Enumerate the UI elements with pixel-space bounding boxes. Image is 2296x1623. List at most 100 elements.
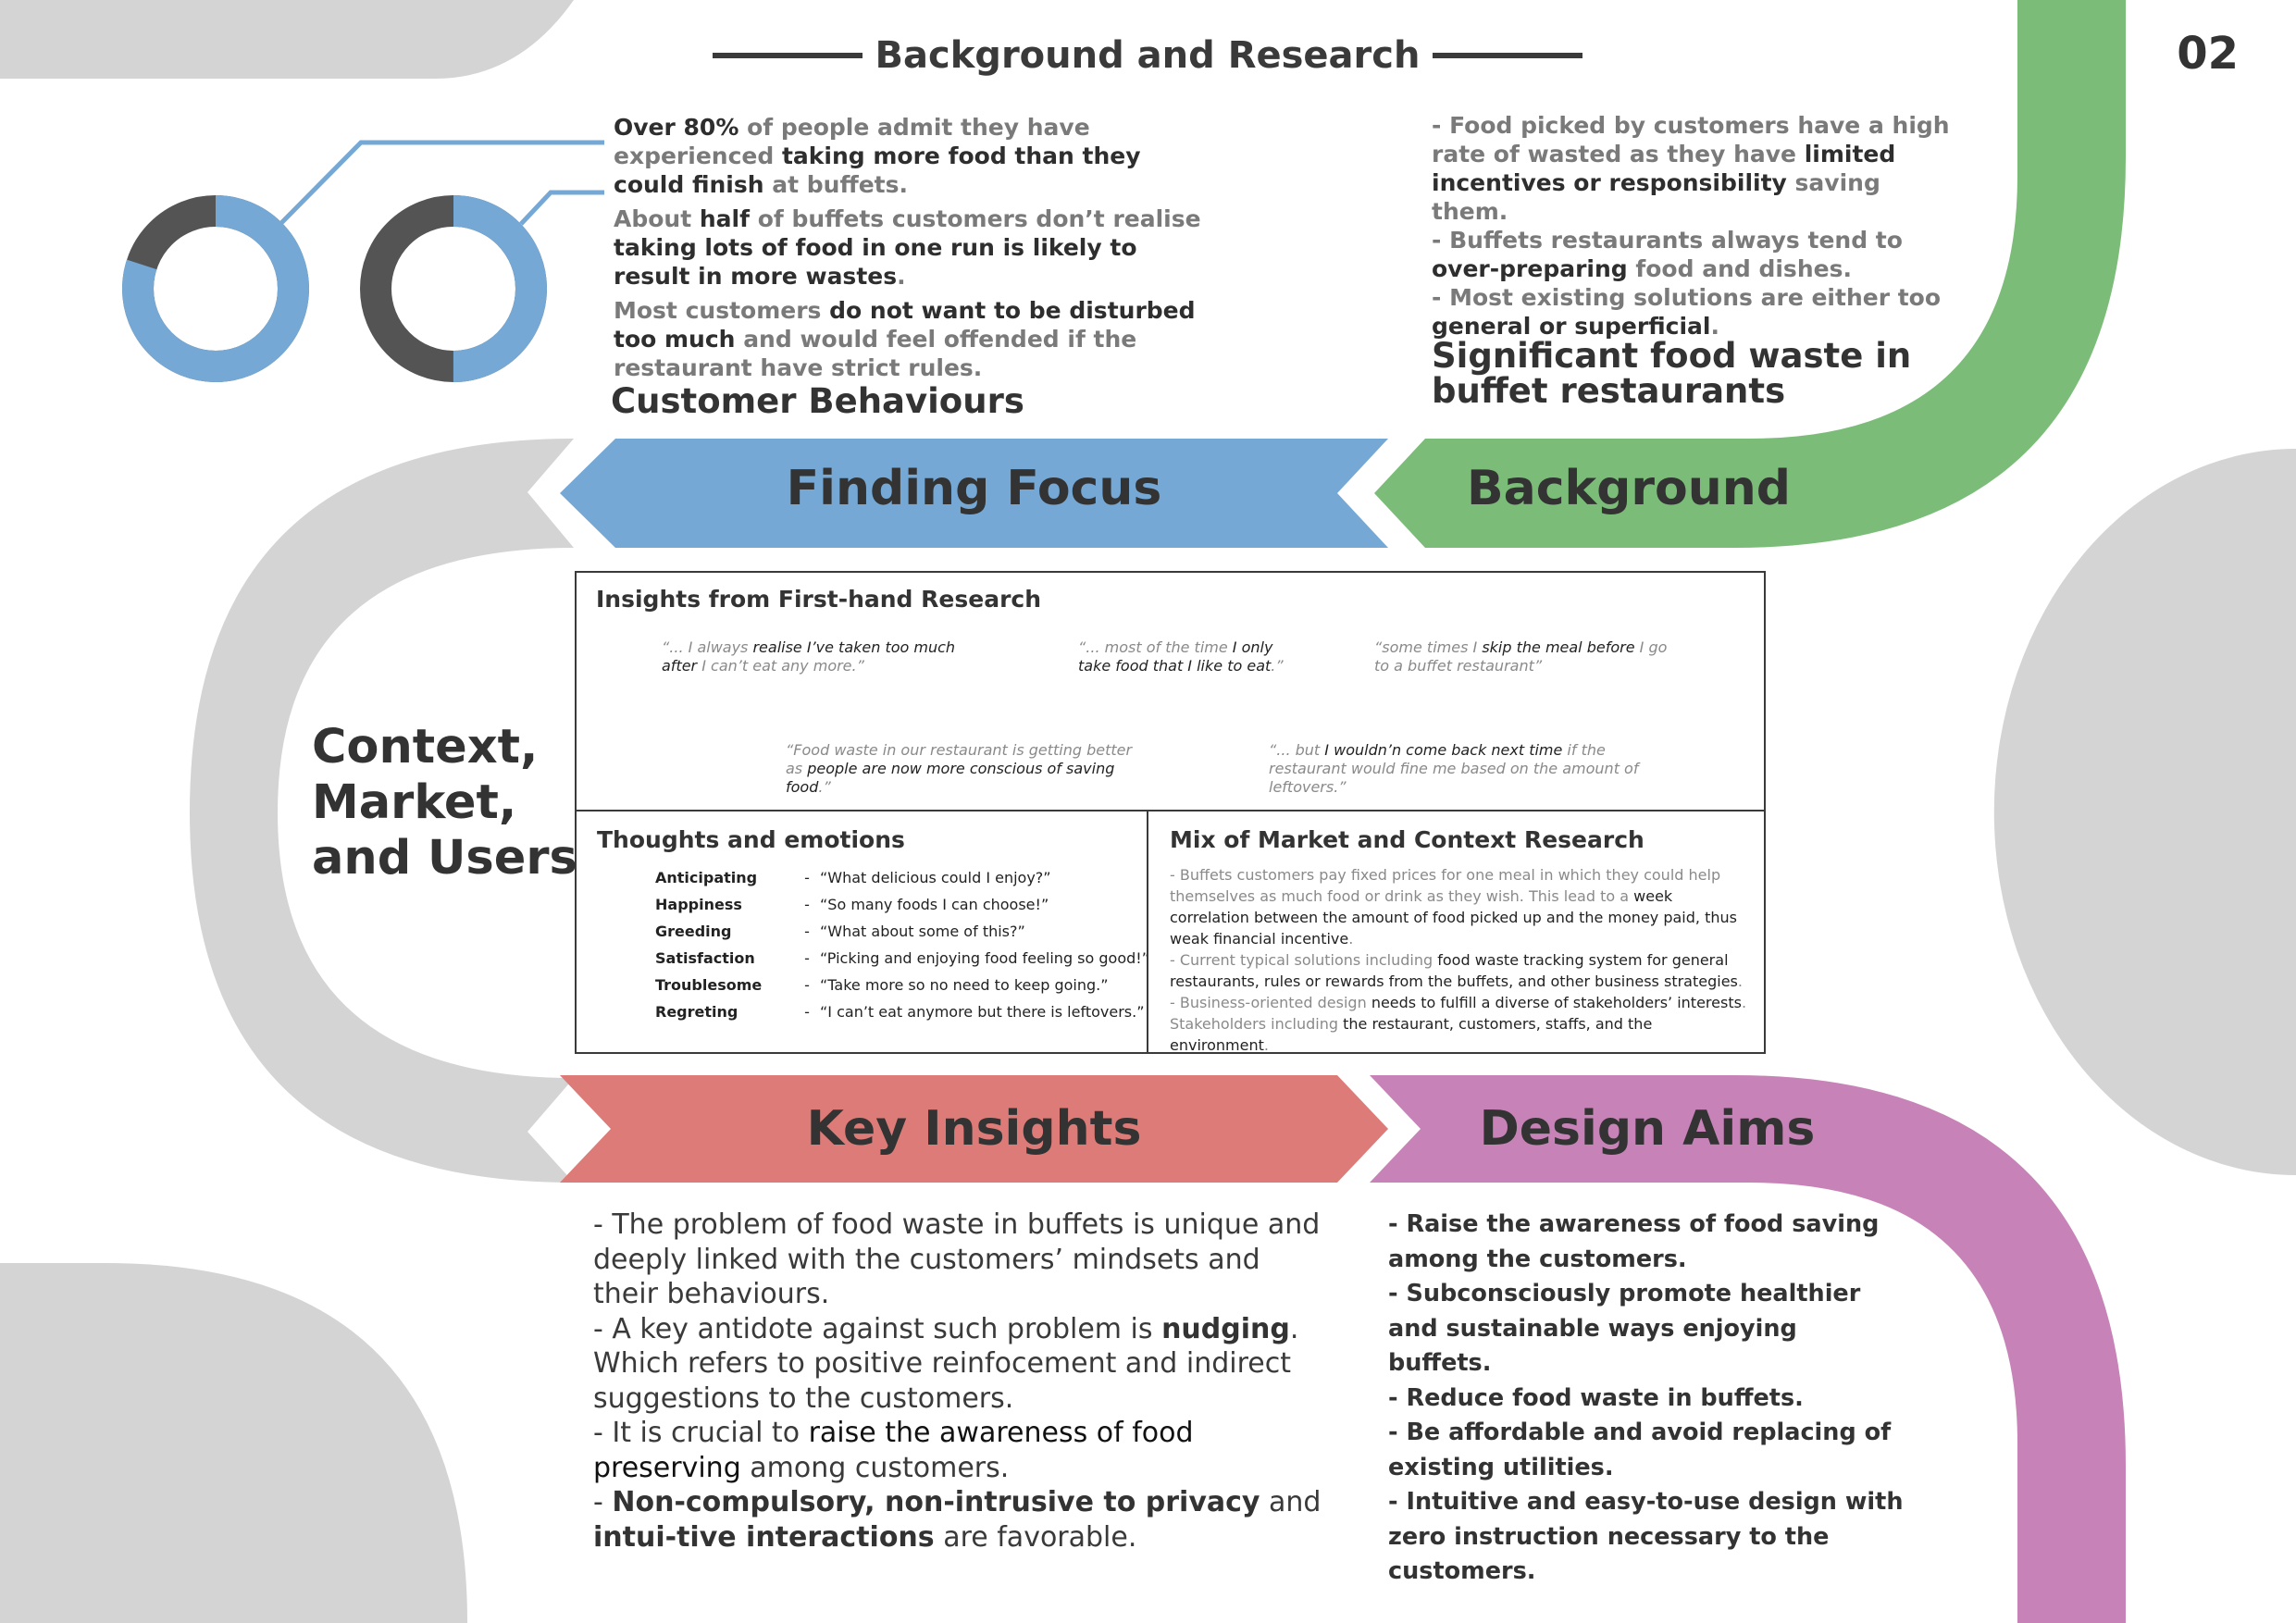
text-run: I only take food that I like to eat: [1078, 638, 1273, 675]
text-run: and: [1260, 1486, 1322, 1518]
text-run: .: [897, 263, 906, 290]
background-headline: Significant food waste in buffet restaur…: [1432, 336, 1912, 411]
emotion-name: Satisfaction: [655, 949, 755, 967]
mix-title: Mix of Market and Context Research: [1170, 826, 1644, 853]
text-run: realise I’ve taken too much after: [662, 638, 956, 675]
quote-1: “... I always realise I’ve taken too muc…: [662, 638, 976, 675]
background-label: Background: [1467, 461, 1791, 516]
text-run: I wouldn’n come back next time: [1324, 741, 1563, 759]
text-run: - A key antidote against such problem is: [593, 1312, 1162, 1345]
text-run: “Food waste in our restaurant is getting…: [786, 741, 1133, 777]
mix-paragraph-2: - Current typical solutions including fo…: [1170, 949, 1753, 992]
thoughts-box: Thoughts and emotions Anticipating-“What…: [575, 810, 1151, 1054]
text-run: the restaurant, customers, staffs, and t…: [1170, 1015, 1653, 1054]
text-run: food waste tracking system for general r…: [1170, 951, 1738, 990]
text-run: - Buffets restaurants always tend to: [1432, 227, 1903, 254]
page-header: Background and Research: [713, 28, 1582, 83]
text-run: - Food picked by customers have a high r…: [1432, 112, 1950, 167]
text-run: are favorable.: [934, 1520, 1137, 1554]
stat-1: Over 80% of people admit they have exper…: [614, 113, 1215, 199]
text-run: needs to fulfill a diverse of stakeholde…: [1371, 994, 1742, 1011]
grey-blob-bottom-left: [0, 1263, 467, 1623]
background-point-3: - Most existing solutions are either too…: [1432, 283, 1950, 341]
text-run: Non-compulsory, non-intrusive to privacy: [612, 1486, 1260, 1518]
key-insight-2: - A key antidote against such problem is…: [593, 1312, 1334, 1417]
text-run: of people admit they have experienced: [614, 114, 1090, 169]
purple-design-aims-curve: [1370, 1075, 2126, 1623]
emotion-dash: -: [804, 869, 810, 886]
thoughts-title: Thoughts and emotions: [597, 826, 905, 853]
quote-2: “... most of the time I only take food t…: [1078, 638, 1300, 675]
background-point-1: - Food picked by customers have a high r…: [1432, 111, 1950, 226]
text-run: .: [1263, 1036, 1269, 1054]
text-run: half: [699, 205, 750, 232]
grey-c-arc: [190, 439, 574, 1183]
finding-focus-label: Finding Focus: [786, 461, 1162, 516]
key-insight-1: - The problem of food waste in buffets i…: [593, 1208, 1334, 1312]
mix-box: Mix of Market and Context Research - Buf…: [1147, 810, 1766, 1054]
green-background-curve: [1374, 0, 2126, 548]
design-aims-label: Design Aims: [1479, 1101, 1816, 1157]
text-run: saving them.: [1432, 169, 1880, 225]
text-run: limited incentives or responsibility: [1432, 141, 1896, 196]
insights-box-title: Insights from First-hand Research: [596, 586, 1042, 613]
blue-finding-focus-arrow: [560, 439, 1388, 548]
connector-line-2: [519, 190, 604, 226]
emotion-quote: “What delicious could I enjoy?”: [820, 869, 1051, 886]
grey-corner-top-left: [0, 0, 574, 79]
page-number: 02: [2177, 28, 2239, 80]
quote-3: “some times I skip the meal before I go …: [1374, 638, 1680, 675]
text-run: intui-tive interactions: [593, 1520, 935, 1554]
text-run: - Current typical solutions including: [1170, 951, 1438, 969]
emotion-dash: -: [804, 1003, 810, 1021]
text-run: raise the awareness of food preserving: [593, 1417, 1194, 1484]
quote-5: “... but I wouldn’n come back next time …: [1269, 741, 1657, 797]
text-run: . Which refers to positive reinfocement …: [593, 1312, 1299, 1415]
text-run: do not want to be disturbed too much: [614, 297, 1196, 353]
text-run: I can’t eat any more.”: [697, 657, 864, 675]
key-insight-4: - Non-compulsory, non-intrusive to priva…: [593, 1485, 1334, 1555]
design-aim-4: - Be affordable and avoid replacing of e…: [1388, 1419, 1892, 1481]
key-insight-3: - It is crucial to raise the awareness o…: [593, 1416, 1334, 1485]
background-points: - Food picked by customers have a high r…: [1432, 111, 1950, 341]
text-run: and would feel offended if the restauran…: [614, 326, 1137, 381]
emotion-name: Greeding: [655, 923, 732, 940]
design-aim-1: - Raise the awareness of food saving amo…: [1388, 1210, 1880, 1273]
emotion-quote: “Take more so no need to keep going.”: [820, 976, 1109, 994]
text-run: “... but: [1269, 741, 1325, 759]
emotion-row: Greeding-“What about some of this?”: [655, 918, 1149, 945]
context-line-1: Context,: [312, 720, 539, 774]
text-run: I go to a buffet restaurant”: [1374, 638, 1668, 675]
text-run: “... I always: [662, 638, 753, 656]
emotion-row: Happiness-“So many foods I can choose!”: [655, 891, 1149, 918]
text-run: “some times I: [1374, 638, 1483, 656]
emotion-dash: -: [804, 923, 810, 940]
connector-line-1: [279, 140, 604, 226]
stat-2: About half of buffets customers don’t re…: [614, 204, 1215, 291]
emotion-row: Troublesome -“Take more so no need to kee…: [655, 972, 1149, 998]
emotion-name: Regreting: [655, 1003, 738, 1021]
text-run: week correlation between the amount of f…: [1170, 887, 1737, 948]
quote-4: “Food waste in our restaurant is getting…: [786, 741, 1137, 797]
emotion-dash: -: [804, 976, 810, 994]
stat-3: Most customers do not want to be disturb…: [614, 296, 1215, 382]
context-line-2: Market,: [312, 775, 517, 830]
text-run: - Buffets customers pay fixed prices for…: [1170, 866, 1721, 905]
text-run: people are now more conscious of saving …: [786, 760, 1115, 796]
text-run: About: [614, 205, 700, 232]
emotion-dash: -: [804, 949, 810, 967]
emotion-name: Troublesome: [655, 976, 763, 994]
text-run: .: [1348, 930, 1354, 948]
emotion-name: Happiness: [655, 896, 742, 913]
red-key-insights-arrow: [560, 1075, 1388, 1183]
title-rule-right: [1433, 53, 1582, 58]
text-run: over-preparing: [1432, 255, 1628, 282]
emotion-row: Satisfaction-“Picking and enjoying food …: [655, 945, 1149, 972]
text-run: of buffets customers don’t realise: [750, 205, 1201, 232]
emotion-row: Anticipating-“What delicious could I enj…: [655, 864, 1149, 891]
design-aim-3: - Reduce food waste in buffets.: [1388, 1383, 1804, 1412]
insights-box: Insights from First-hand Research “... I…: [575, 571, 1766, 813]
emotion-row: Regreting-“I can’t eat anymore but there…: [655, 998, 1149, 1025]
customer-behaviours-title: Customer Behaviours: [611, 381, 1024, 421]
